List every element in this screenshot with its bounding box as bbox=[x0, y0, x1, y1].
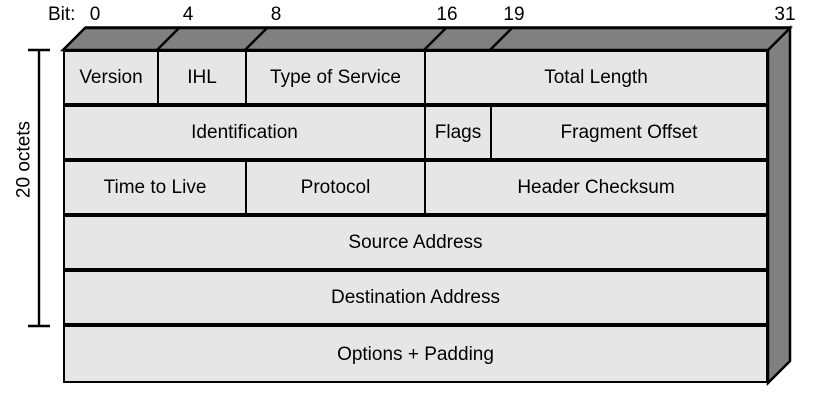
header-row: Version IHL Type of Service Total Length bbox=[63, 50, 768, 105]
octets-bracket-label: 20 octets bbox=[13, 120, 35, 199]
bit-tick-19 bbox=[489, 27, 513, 51]
bit-label-31: 31 bbox=[774, 4, 796, 25]
header-row: Options + Padding bbox=[63, 325, 768, 383]
header-row: Source Address bbox=[63, 215, 768, 270]
field-label: IHL bbox=[187, 67, 217, 88]
field-label: Source Address bbox=[348, 232, 483, 253]
field-protocol[interactable]: Protocol bbox=[245, 160, 426, 215]
field-label: Version bbox=[79, 67, 143, 88]
field-label: Protocol bbox=[300, 177, 371, 198]
field-version[interactable]: Version bbox=[63, 50, 159, 105]
field-label: Fragment Offset bbox=[560, 122, 698, 143]
bit-label-16: 16 bbox=[436, 4, 458, 25]
field-label: Time to Live bbox=[103, 177, 207, 198]
field-label: Header Checksum bbox=[517, 177, 675, 198]
field-label: Destination Address bbox=[331, 287, 500, 308]
bit-tick-4 bbox=[156, 27, 180, 51]
field-type-of-service[interactable]: Type of Service bbox=[245, 50, 426, 105]
field-identification[interactable]: Identification bbox=[63, 105, 426, 160]
field-label: Options + Padding bbox=[337, 343, 494, 365]
field-options-padding[interactable]: Options + Padding bbox=[63, 325, 768, 383]
field-label: Type of Service bbox=[270, 67, 401, 88]
bit-tick-8 bbox=[244, 27, 268, 51]
field-label: Identification bbox=[191, 122, 298, 143]
header-field-grid: Version IHL Type of Service Total Length… bbox=[63, 50, 768, 383]
field-label: Total Length bbox=[544, 67, 648, 88]
field-fragment-offset[interactable]: Fragment Offset bbox=[490, 105, 768, 160]
header-row: Time to Live Protocol Header Checksum bbox=[63, 160, 768, 215]
bit-tick-16 bbox=[423, 27, 447, 51]
field-source-address[interactable]: Source Address bbox=[63, 215, 768, 270]
header-row: Destination Address bbox=[63, 270, 768, 325]
bit-ruler-prefix-label: Bit: bbox=[48, 4, 76, 25]
bit-label-0: 0 bbox=[89, 4, 101, 25]
field-ihl[interactable]: IHL bbox=[157, 50, 247, 105]
field-total-length[interactable]: Total Length bbox=[424, 50, 768, 105]
field-header-checksum[interactable]: Header Checksum bbox=[424, 160, 768, 215]
bit-label-4: 4 bbox=[182, 4, 194, 25]
field-label: Flags bbox=[434, 122, 482, 143]
bit-label-8: 8 bbox=[270, 4, 282, 25]
bit-label-19: 19 bbox=[503, 4, 525, 25]
bit-tick-marks bbox=[156, 27, 513, 51]
octets-bracket bbox=[28, 48, 50, 328]
header-row: Identification Flags Fragment Offset bbox=[63, 105, 768, 160]
box-side-face bbox=[766, 24, 792, 387]
field-flags[interactable]: Flags bbox=[424, 105, 492, 160]
field-destination-address[interactable]: Destination Address bbox=[63, 270, 768, 325]
field-time-to-live[interactable]: Time to Live bbox=[63, 160, 247, 215]
